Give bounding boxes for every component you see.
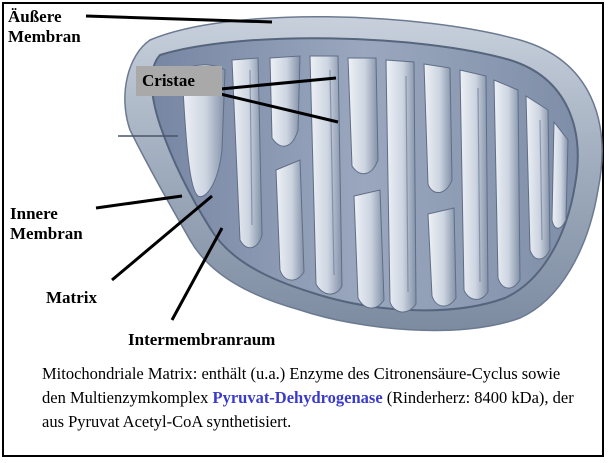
caption-enzyme-name: Pyruvat-Dehydrogenase bbox=[212, 388, 382, 407]
caption: Mitochondriale Matrix: enthält (u.a.) En… bbox=[42, 362, 582, 434]
inner-membrane-label-line2: Membran bbox=[10, 224, 83, 244]
outer-membrane-label: Äußere Membran bbox=[8, 7, 81, 47]
intermembrane-space-label: Intermembranraum bbox=[128, 330, 275, 350]
matrix-label: Matrix bbox=[46, 288, 97, 308]
outer-membrane-label-line1: Äußere bbox=[8, 7, 81, 27]
inner-membrane-label: Innere Membran bbox=[10, 204, 83, 244]
outer-membrane-label-line2: Membran bbox=[8, 27, 81, 47]
cristae-label: Cristae bbox=[142, 71, 195, 91]
inner-membrane-label-line1: Innere bbox=[10, 204, 83, 224]
outer-membrane-leader bbox=[86, 16, 272, 22]
